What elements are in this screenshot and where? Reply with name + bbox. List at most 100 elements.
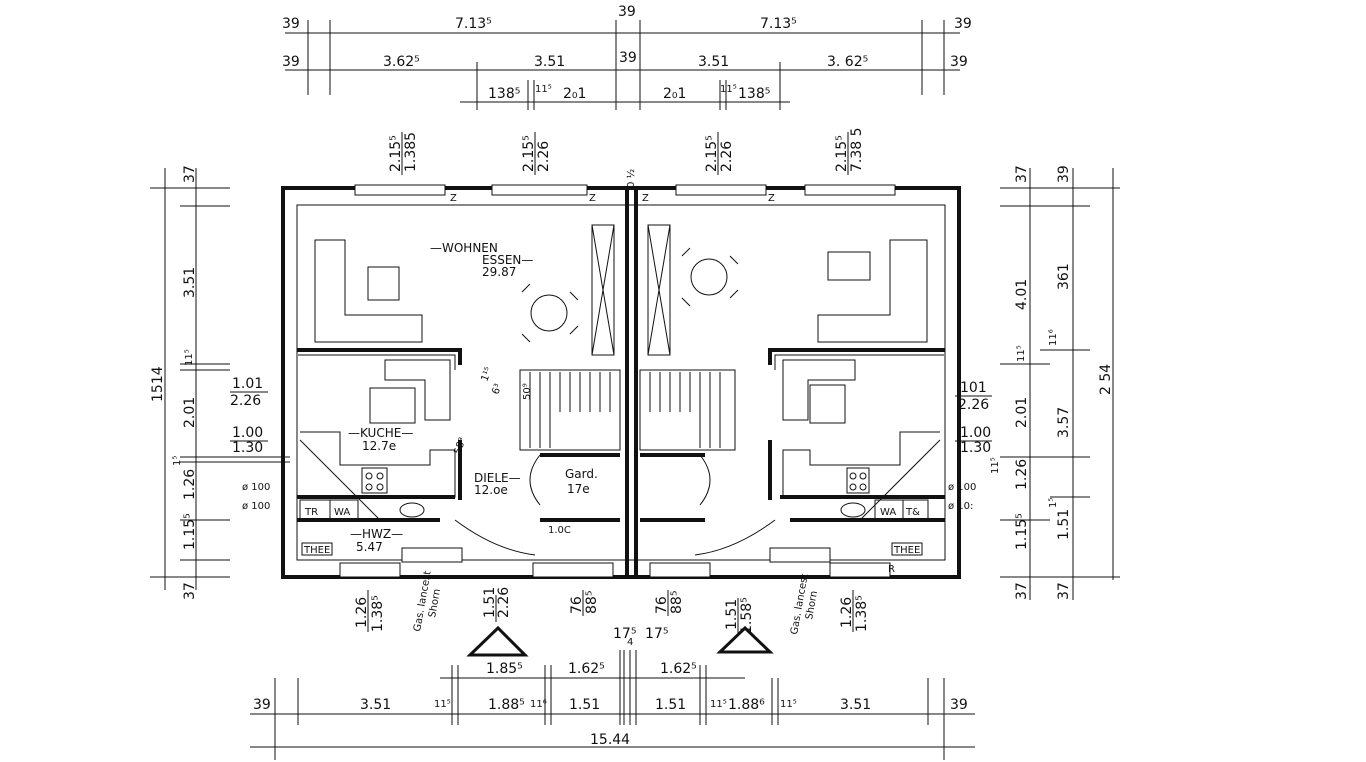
right-d2: 39 [1056,165,1072,183]
right-d4: 361 [1056,263,1072,290]
building-walls: Z Z Z Z [281,184,961,579]
room-wohnen: —WOHNEN [430,241,498,255]
bottom-b5-top: 1.51 [724,599,740,630]
bottom-row2-l2: 11⁵ [434,699,451,710]
right-d8: 3.57 [1056,407,1072,438]
right-d13: 1.51 [1056,509,1072,540]
top-dim3-l3: 2₀1 [563,86,586,102]
top-dim-center-39: 39 [618,4,636,20]
z-mark-2: Z [589,193,596,204]
bottom-row2-left-39: 39 [253,697,271,713]
right-d3: 4.01 [1014,279,1030,310]
room-kuche: —KUCHE— [348,426,413,440]
room-gard: Gard. [565,467,598,481]
top-dim-right-total: 7.13⁵ [760,16,797,32]
top-dim-left-39: 39 [282,16,300,32]
room-r-mark: R [888,564,895,575]
center-dim-3: 4 [627,637,633,648]
window2-top: 2.15⁵ [521,135,537,172]
left-frac1-top: 1.01 [232,376,263,392]
bottom-b3-bot: 88⁵ [584,591,600,614]
bottom-row2-r3: 1.88⁶ [728,697,765,713]
right-d14: 37 [1014,582,1030,600]
right-frac1-top: 101 [960,380,987,396]
top-dim2-left-39: 39 [282,54,300,70]
bottom-row2-r1: 1.51 [655,697,686,713]
bottom-labels: 1.26 1.38⁵ Gas. lancest Shorn 1.51 2.26 … [354,570,870,657]
bottom-row2-l3: 1.88⁵ [488,697,525,713]
right-frac2-bot: 1.30 [960,440,991,456]
top-dim-right-39: 39 [954,16,972,32]
bottom-b2-top: 1.51 [482,587,498,618]
room-gard-area: 17e [567,482,590,496]
room-hwz: —HWZ— [350,527,403,541]
room-wa-right: WA [880,507,896,518]
left-d2: 3.51 [182,267,198,298]
window-labels: 2.15⁵ 1.385 2.15⁵ 2.26 0 ½ 2.15⁵ 2.26 2.… [388,127,865,188]
room-wa: WA [334,507,350,518]
center-dim-1: 17⁵ [613,626,636,642]
z-mark-4: Z [768,193,775,204]
bottom-b6-bot: 1.38⁵ [854,595,870,632]
right-d15: 37 [1056,582,1072,600]
room-tr: TR [304,507,318,518]
top-dim2-r2: 3. 62⁵ [827,54,868,70]
bottom-b1-bot: 1.38⁵ [370,595,386,632]
window3-bot: 2.26 [719,141,735,172]
top-dim2-l1: 3.62⁵ [383,54,420,70]
right-d7: 2.01 [1014,397,1030,428]
top-dim2-right-39: 39 [950,54,968,70]
room-tr-right: T& [905,507,920,518]
bottom-b4-bot: 88⁵ [669,591,685,614]
shorn-label-1: Shorn [427,588,443,619]
z-mark-1: Z [450,193,457,204]
room-thee: THEE [303,545,330,556]
bottom-total: 15.44 [590,732,630,748]
room-thee-right: THEE [893,545,920,556]
window1-bot: 1.385 [403,132,419,172]
left-frac2-top: 1.00 [232,425,263,441]
z-mark-3: Z [642,193,649,204]
top-dim3-r2: 11⁵ [720,84,737,95]
stair-label-2: 1¹⁵ [479,366,494,383]
top-dim-left-total: 7.13⁵ [455,16,492,32]
stair-label-1: 6³ [490,383,504,397]
room-essen: ESSEN— [482,253,533,267]
right-d11: 1⁵ [1048,498,1059,508]
window2-bot: 2.26 [536,141,552,172]
left-d1: 37 [182,165,198,183]
right-dimension-chain: 2 54 37 39 4.01 361 11⁵ 11⁶ 2.01 3.57 11… [948,165,1120,600]
room-diele-area: 12.oe [474,483,508,497]
bottom-row1-r1: 1.62⁵ [660,661,697,677]
bottom-b3-top: 76 [569,596,585,614]
bottom-b1-top: 1.26 [354,597,370,628]
right-d1: 37 [1014,165,1030,183]
bottom-b5-bot: 1.58⁵ [739,597,755,634]
window4-bot: 7.38 5 [849,127,865,172]
room-kuche-area: 12.7e [362,439,396,453]
window1-top: 2.15⁵ [388,135,404,172]
right-frac1-bot: 2.26 [958,397,989,413]
bottom-row2-l1: 3.51 [360,697,391,713]
bottom-row2-l4: 11⁶ [530,699,547,710]
entrance-arrow-right-icon [716,625,774,654]
bottom-b4-top: 76 [654,596,670,614]
room-diele: DIELE— [474,471,521,485]
stair-label-3: 50⁹ [522,383,533,400]
bottom-row2-r2: 11⁵ [710,699,727,710]
window4-top: 2.15⁵ [834,135,850,172]
left-pipe1: ø 100 [242,482,270,493]
bottom-row2-r4: 11⁵ [780,699,797,710]
left-total: 1514 [150,366,166,402]
left-d3: 11⁵ [184,349,195,366]
left-d7: 1.15⁵ [182,513,198,550]
left-d8: 37 [182,582,198,600]
top-dim3-l2: 11⁵ [535,84,552,95]
top-dim3-r1: 2₀1 [663,86,686,102]
left-d4: 2.01 [182,397,198,428]
room-hwz-area: 5.47 [356,540,383,554]
right-total: 2 54 [1098,364,1114,395]
left-d6: 1.26 [182,469,198,500]
room-wohnen-area: 29.87 [482,265,516,279]
